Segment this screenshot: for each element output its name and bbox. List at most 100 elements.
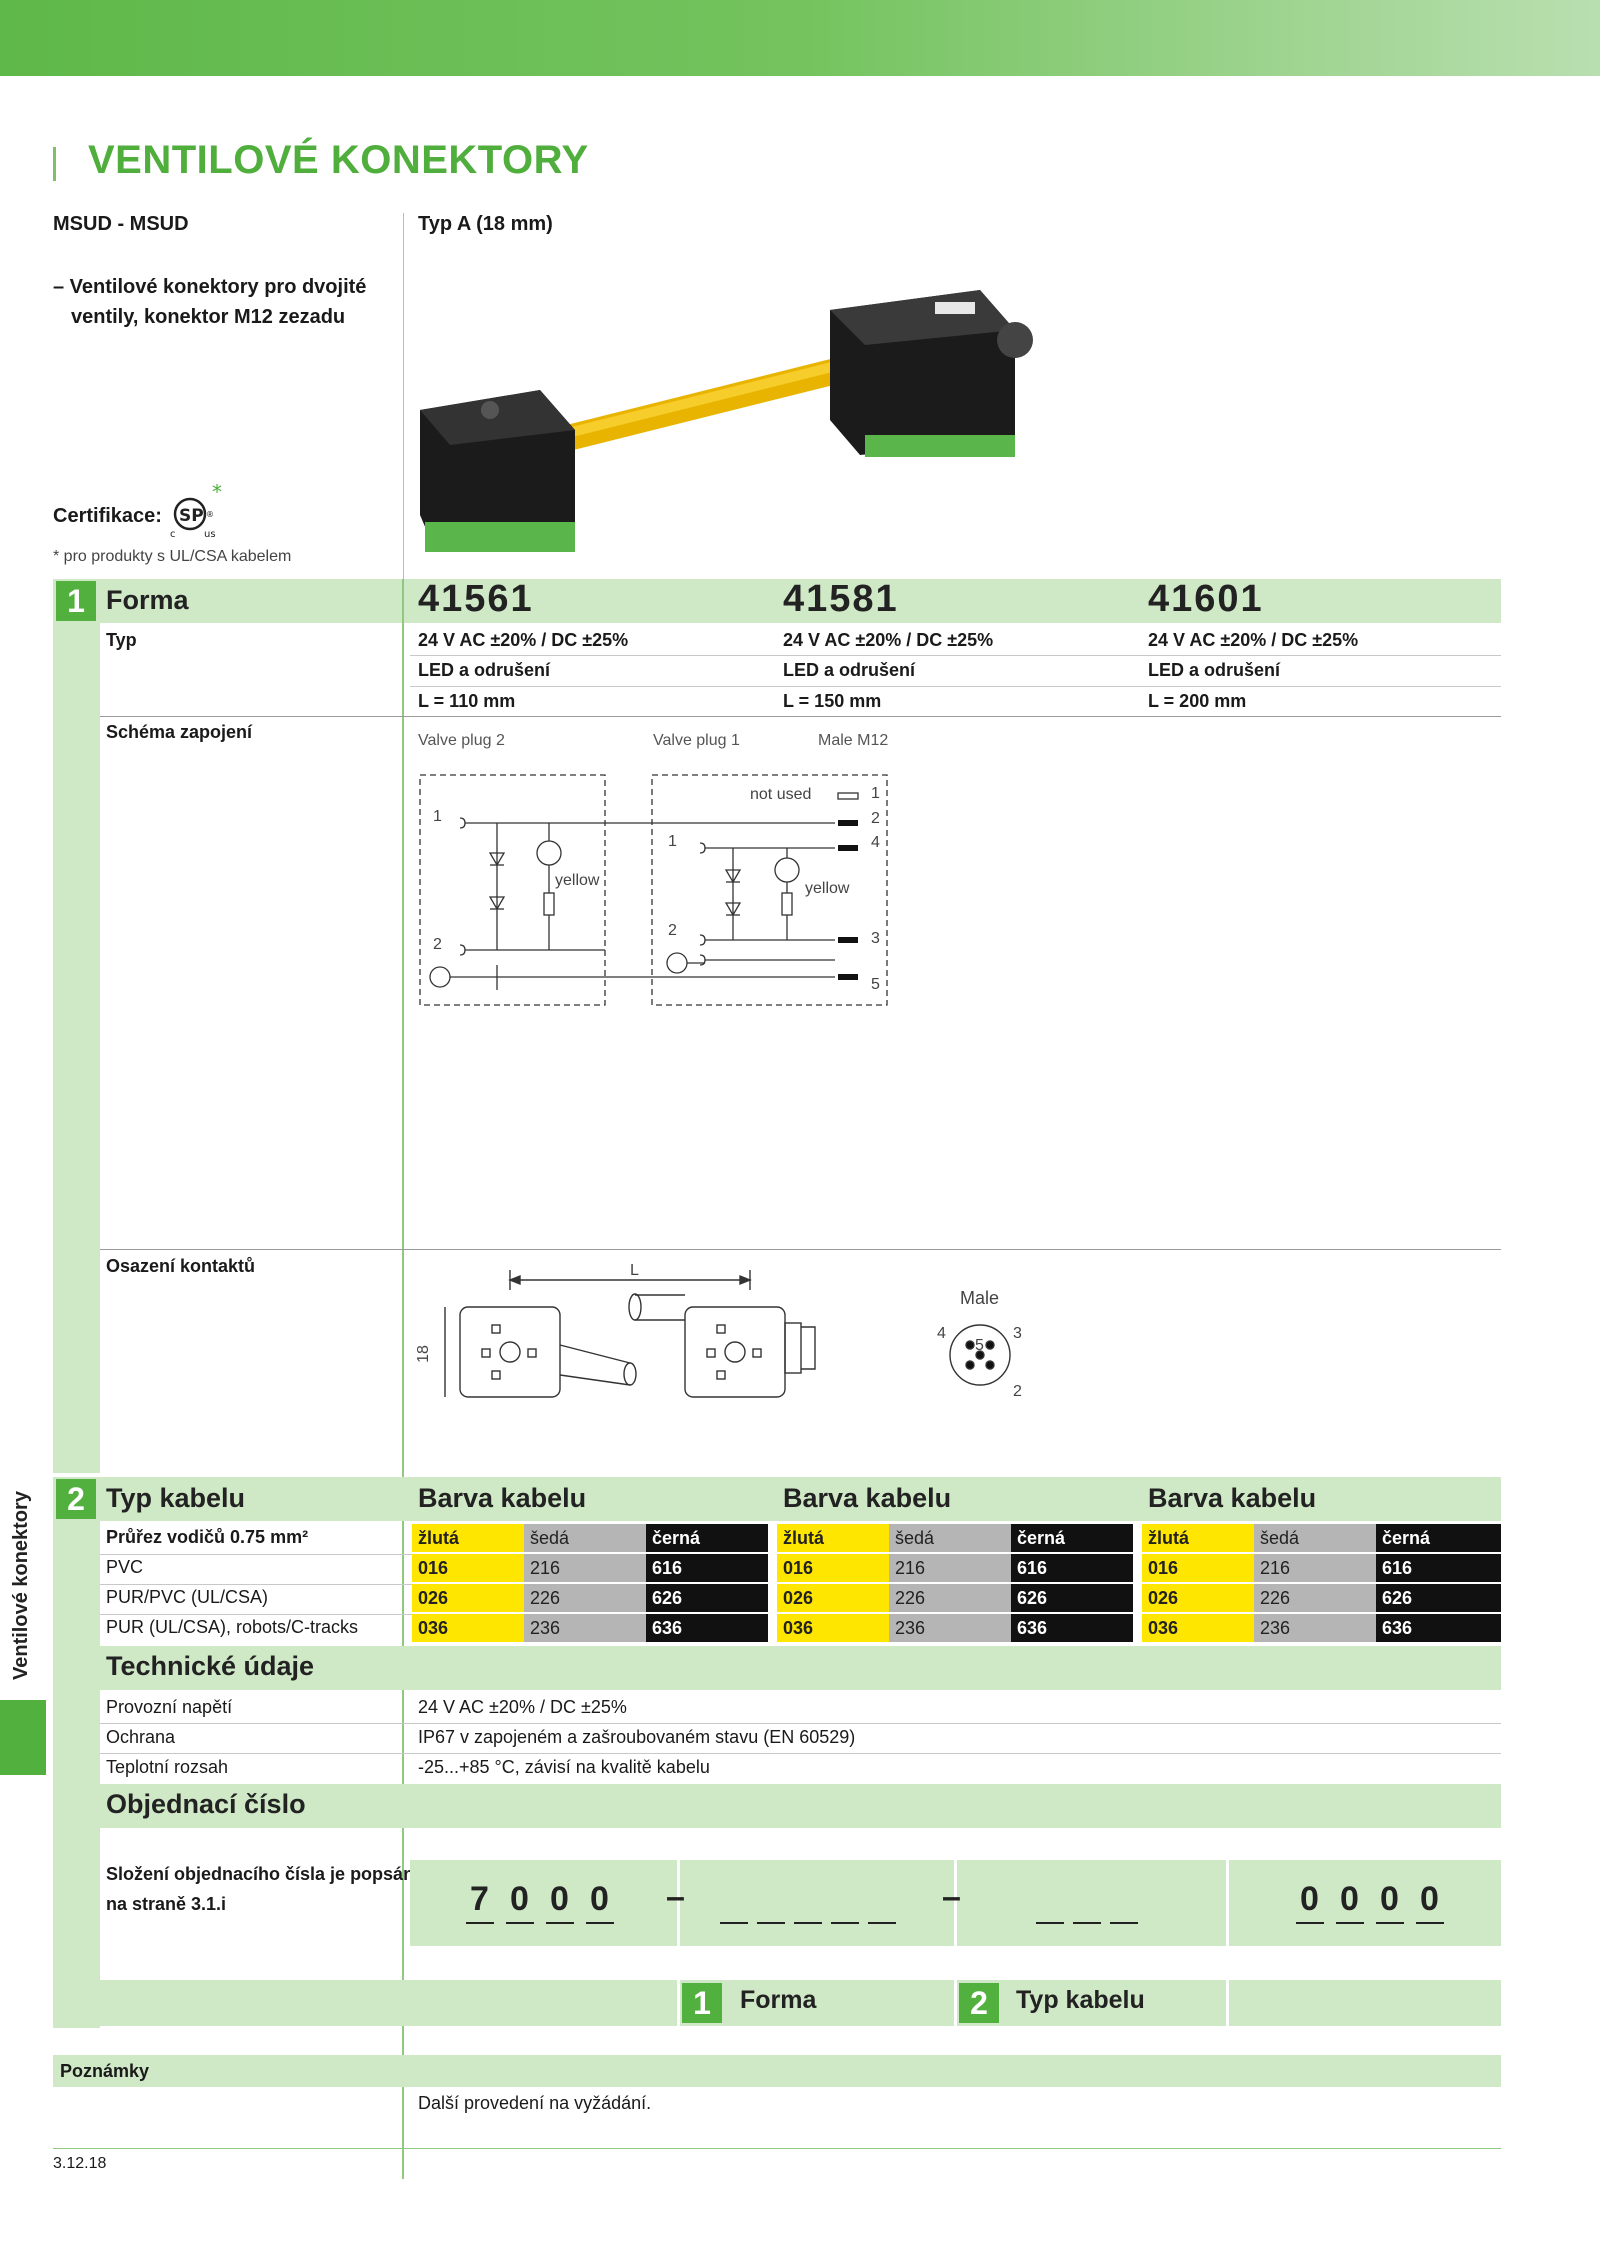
section1-left-band [53, 623, 100, 1473]
divider [100, 1584, 412, 1585]
cable-code: 626 [646, 1584, 768, 1612]
order-underline [1416, 1922, 1444, 1924]
svg-text:SP: SP [179, 506, 204, 526]
order-blank [720, 1922, 748, 1924]
divider [100, 1753, 1501, 1754]
color-grey-header: šedá [1254, 1524, 1376, 1552]
order-blank [757, 1922, 785, 1924]
color-grey-header: šedá [524, 1524, 646, 1552]
footer-line [53, 2148, 1501, 2149]
order-underline [546, 1922, 574, 1924]
color-grey-header: šedá [889, 1524, 1011, 1552]
order-digit: 0 [550, 1880, 579, 1918]
m12-pin-label: 4 [871, 834, 880, 851]
color-yellow-header: žlutá [412, 1524, 524, 1552]
divider [100, 1723, 1501, 1724]
order-digit: 0 [1380, 1880, 1409, 1918]
cable-color-header-1: Barva kabelu [418, 1483, 587, 1513]
legend-sep [677, 1980, 680, 2026]
tech-title: Technické údaje [106, 1651, 315, 1681]
section1-title: Forma [106, 585, 189, 615]
order-code-sep [954, 1860, 957, 1946]
cable-code: 236 [889, 1614, 1011, 1642]
dimension-18-label: 18 [414, 1345, 432, 1363]
cable-code: 016 [777, 1554, 889, 1582]
order-digit: 7 [470, 1880, 499, 1918]
cable-code: 216 [889, 1554, 1011, 1582]
legend-badge-cable: 2 [959, 1983, 999, 2023]
cable-code: 026 [412, 1584, 524, 1612]
legend-label-cable: Typ kabelu [1016, 1986, 1145, 2014]
cable-code: 616 [1376, 1554, 1501, 1582]
yellow-label: yellow [555, 872, 600, 889]
section1-badge: 1 [56, 581, 96, 621]
variant-code-3: 41601 [1148, 578, 1264, 620]
cable-code: 236 [524, 1614, 646, 1642]
section2-title: Typ kabelu [106, 1483, 246, 1513]
color-yellow-header: žlutá [777, 1524, 889, 1552]
side-label: Ventilové konektory [10, 1491, 32, 1680]
variant-code-2: 41581 [783, 578, 899, 620]
notes-header-bg [53, 2055, 1501, 2087]
variant-voltage-3: 24 V AC ±20% / DC ±25% [1148, 630, 1359, 650]
row-label-typ: Typ [106, 630, 137, 650]
product-image [410, 270, 1050, 575]
order-underline [1376, 1922, 1404, 1924]
order-legend-bg [53, 1980, 1501, 2026]
m12-pin-label: 2 [871, 810, 880, 827]
color-yellow-header: žlutá [1142, 1524, 1254, 1552]
svg-text:us: us [204, 529, 216, 540]
cable-code: 226 [889, 1584, 1011, 1612]
cable-color-header-3: Barva kabelu [1148, 1483, 1317, 1513]
variant-length-1: L = 110 mm [418, 691, 516, 711]
column-divider [402, 579, 404, 2179]
cable-code: 616 [646, 1554, 768, 1582]
product-desc-2: ventily, konektor M12 zezadu [71, 306, 346, 328]
variant-led-1: LED a odrušení [418, 660, 551, 680]
product-type: Typ A (18 mm) [418, 213, 553, 235]
m12-pin-label: 5 [871, 976, 880, 993]
cable-code: 236 [1254, 1614, 1376, 1642]
csa-logo-icon: * SP c us ® [168, 480, 228, 545]
order-underline [466, 1922, 494, 1924]
product-name: MSUD - MSUD [53, 213, 189, 235]
cable-code: 016 [1142, 1554, 1254, 1582]
cable-color-header-2: Barva kabelu [783, 1483, 952, 1513]
variant-led-2: LED a odrušení [783, 660, 916, 680]
row-label-schema: Schéma zapojení [106, 722, 253, 742]
dimension-L-label: L [630, 1262, 639, 1279]
tech-value: IP67 v zapojeném a zašroubovaném stavu (… [418, 1727, 856, 1747]
divider [100, 1614, 412, 1615]
cable-code: 036 [777, 1614, 889, 1642]
order-dash: – [942, 1878, 971, 1916]
cable-code: 036 [412, 1614, 524, 1642]
cable-row-label: PUR (UL/CSA), robots/C-tracks [106, 1617, 359, 1637]
title-marker [53, 147, 56, 181]
cable-code: 216 [1254, 1554, 1376, 1582]
legend-label-forma: Forma [740, 1986, 817, 2014]
variant-code-1: 41561 [418, 578, 534, 620]
cable-code: 626 [1011, 1584, 1133, 1612]
header-bar [0, 0, 1600, 76]
order-digit: 0 [590, 1880, 619, 1918]
page-title: VENTILOVÉ KONEKTORY [88, 138, 589, 182]
m12-pin-label: 1 [871, 785, 880, 802]
tech-label: Provozní napětí [106, 1697, 233, 1717]
order-title: Objednací číslo [106, 1789, 306, 1819]
order-note-2: na straně 3.1.i [106, 1894, 227, 1914]
divider [410, 686, 1501, 687]
color-black-header: černá [1376, 1524, 1501, 1552]
tech-label: Teplotní rozsah [106, 1757, 229, 1777]
order-underline [1296, 1922, 1324, 1924]
section1-header-bg [53, 579, 1501, 623]
certification-note: * pro produkty s UL/CSA kabelem [53, 548, 292, 565]
svg-text:*: * [212, 484, 222, 504]
cable-code: 636 [1376, 1614, 1501, 1642]
divider [100, 1249, 1501, 1250]
order-code-sep [677, 1860, 680, 1946]
variant-length-3: L = 200 mm [1148, 691, 1247, 711]
cable-table-header: Průřez vodičů 0.75 mm² [106, 1527, 309, 1547]
legend-sep [954, 1980, 957, 2026]
order-underline [586, 1922, 614, 1924]
color-black-header: černá [646, 1524, 768, 1552]
